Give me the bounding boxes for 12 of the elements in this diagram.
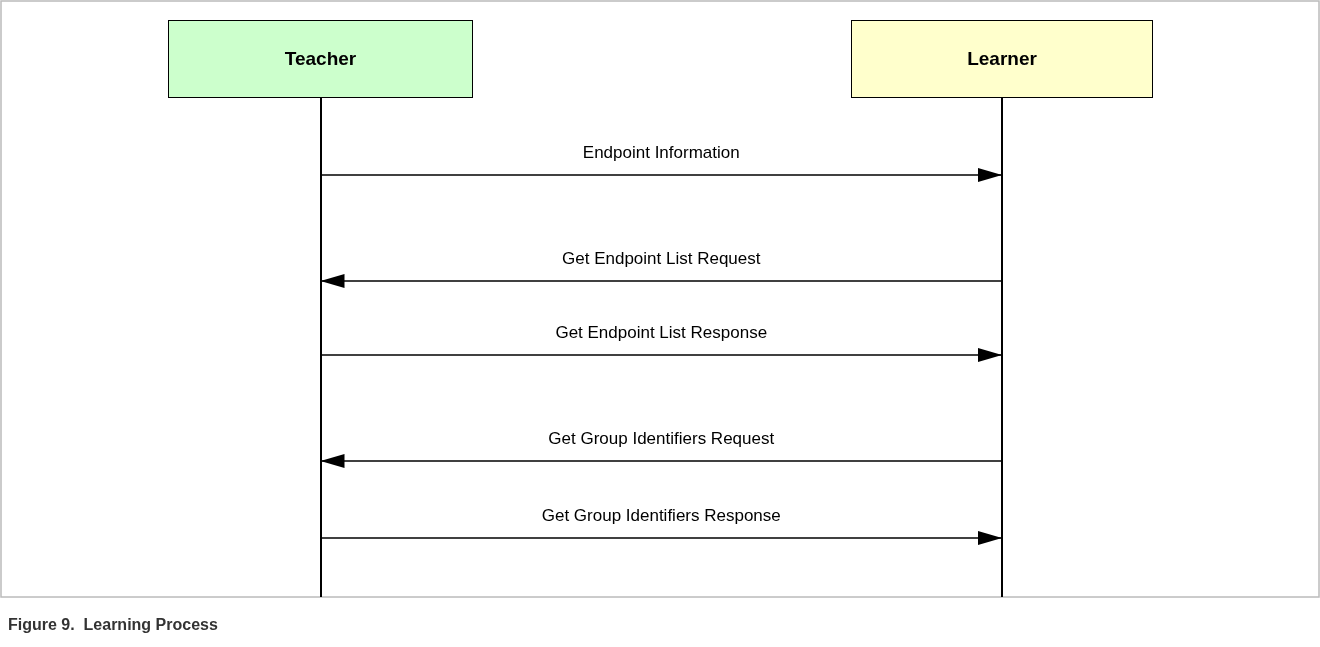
message-arrow: [319, 454, 1003, 468]
message-arrow: [319, 531, 1003, 545]
edge-label: Get Endpoint List Request: [560, 249, 763, 269]
message-arrow: [319, 348, 1003, 362]
participant-box: Learner: [851, 20, 1153, 98]
participant-box: Teacher: [168, 20, 473, 98]
edge-label: Get Group Identifiers Response: [539, 506, 783, 526]
message-arrow: [319, 168, 1003, 182]
figure-caption: Figure 9. Learning Process: [8, 616, 218, 634]
edge-label: Get Endpoint List Response: [553, 323, 770, 343]
edge-label: Get Group Identifiers Request: [546, 429, 777, 449]
message-arrow: [319, 274, 1003, 288]
